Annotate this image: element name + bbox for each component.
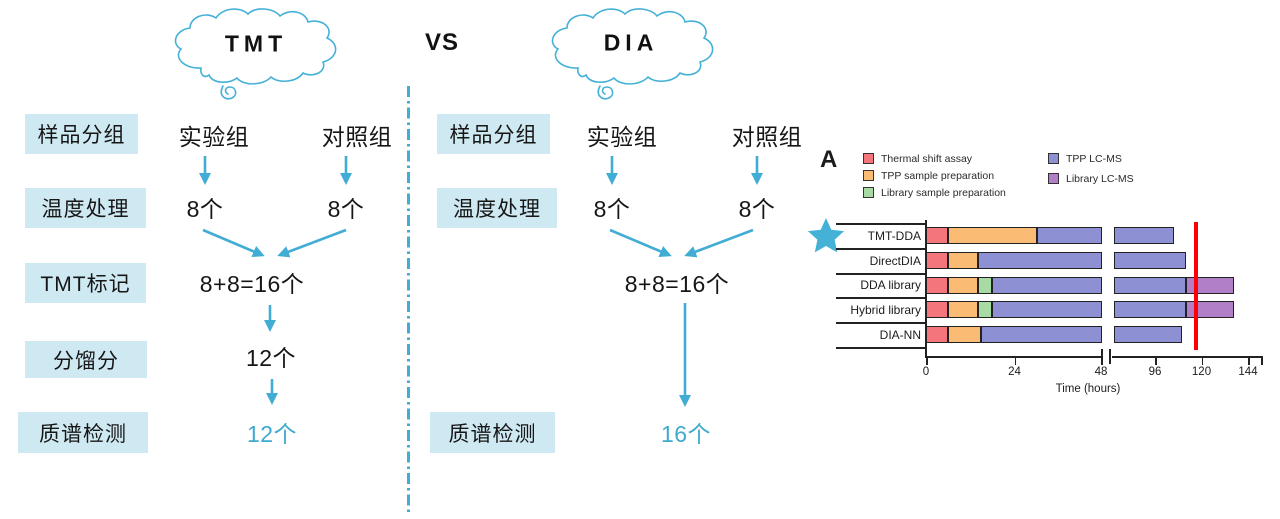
chart-x-tick	[926, 356, 928, 365]
chart-bar-segment-tpp_lcms	[992, 276, 1102, 294]
chart-category-label: DIA-NN	[879, 327, 921, 342]
tmt-count-left: 8个	[186, 196, 224, 222]
chart-bar-segment-tsa	[926, 276, 949, 294]
chart-category-label: Hybrid library	[850, 302, 921, 317]
tmt-step-fractionation: 分馏分	[25, 341, 147, 378]
chart-x-tick-label: 24	[1008, 366, 1021, 378]
chart-x-tick	[1261, 356, 1263, 365]
tmt-sum: 8+8=16个	[199, 271, 305, 297]
legend-swatch-tpp_lcms	[1048, 153, 1059, 164]
chart-bar-segment-lib_prep	[977, 301, 993, 318]
arrow-dia-merge-right	[684, 228, 754, 258]
chart-x-tick-label: 0	[922, 366, 930, 378]
tmt-count-right: 8个	[327, 196, 365, 222]
legend-swatch-lib_prep	[863, 187, 874, 198]
tmt-ms-count: 12个	[246, 421, 298, 447]
dia-group-experimental: 实验组	[586, 124, 658, 150]
chart-bar-segment-tsa	[926, 326, 949, 343]
chart-x-tick-label: 48	[1094, 366, 1108, 378]
chart-bar-segment-tpp_lcms	[981, 326, 1102, 343]
chart-row-line	[836, 297, 926, 299]
arrow-dia-merge-left	[609, 228, 672, 258]
tmt-step-ms-detection: 质谱检测	[18, 412, 148, 453]
chart-bar-segment-tpp_prep	[948, 276, 978, 294]
chart-bar-segment-tpp_lcms	[992, 301, 1102, 318]
chart-axis-break-mark	[1109, 349, 1111, 364]
chart-category-label: DirectDIA	[869, 253, 921, 268]
chart-row-line	[836, 248, 926, 250]
legend-swatch-tpp_prep	[863, 170, 874, 181]
tmt-step-temperature: 温度处理	[25, 188, 146, 228]
chart-bar-segment-tpp_prep	[948, 326, 982, 343]
chart-row-line	[836, 347, 926, 349]
legend-label-lib_prep: Library sample preparation	[881, 187, 1006, 199]
chart-row-line	[836, 322, 926, 324]
dia-step-temperature: 温度处理	[437, 188, 557, 228]
legend-label-tpp_lcms: TPP LC-MS	[1066, 153, 1122, 165]
chart-row-line	[836, 223, 926, 225]
legend-label-tpp_prep: TPP sample preparation	[881, 170, 995, 182]
dia-cloud-icon	[551, 8, 714, 100]
legend-swatch-tsa	[863, 153, 874, 164]
dia-step-sample-grouping: 样品分组	[437, 114, 550, 154]
chart-x-tick	[1101, 356, 1103, 365]
chart-panel-label: A	[820, 146, 838, 173]
dia-group-control: 对照组	[731, 124, 803, 150]
chart-category-label: DDA library	[860, 278, 921, 292]
chart-x-axis	[925, 356, 1102, 358]
tmt-step-tmt-labeling: TMT标记	[25, 263, 146, 303]
chart-category-label: TMT-DDA	[867, 228, 921, 243]
chart-bar-segment-tpp_prep	[948, 252, 978, 269]
tmt-cloud-title: TMT	[224, 30, 288, 57]
dia-count-left: 8个	[593, 196, 631, 222]
tmt-group-experimental: 实验组	[178, 124, 250, 150]
chart-row-line	[836, 273, 926, 275]
chart-x-tick	[1201, 356, 1204, 365]
legend-label-lib_lcms: Library LC-MS	[1066, 173, 1134, 185]
chart-bar-segment-tpp_lcms	[1114, 276, 1186, 294]
dia-cloud-title: DIA	[603, 29, 659, 56]
dia-sum: 8+8=16个	[624, 271, 730, 297]
chart-y-axis	[925, 220, 927, 357]
chart-bar-segment-tsa	[926, 301, 949, 318]
vs-label: VS	[424, 29, 460, 56]
chart-x-tick	[1155, 356, 1157, 365]
vertical-divider	[407, 86, 410, 514]
arrow-tmt-merge-right	[277, 228, 347, 258]
chart-x-axis	[1112, 356, 1262, 358]
chart-bar-segment-tsa	[926, 227, 949, 244]
chart-x-tick-label: 120	[1191, 366, 1212, 378]
chart-bar-segment-tsa	[926, 252, 949, 269]
chart-x-axis-title: Time (hours)	[1055, 383, 1121, 395]
legend-swatch-lib_lcms	[1048, 173, 1059, 184]
arrow-tmt-merge-left	[202, 228, 265, 258]
chart-bar-segment-tpp_lcms	[977, 252, 1102, 269]
star-icon	[807, 218, 845, 253]
chart-bar-segment-lib_lcms	[1186, 276, 1235, 294]
tmt-step-sample-grouping: 样品分组	[25, 114, 138, 154]
chart-bar-segment-tpp_lcms	[1114, 326, 1183, 343]
legend-label-tsa: Thermal shift assay	[881, 153, 973, 165]
chart-bar-segment-tpp_prep	[948, 301, 978, 318]
tmt-group-control: 对照组	[321, 124, 393, 150]
tmt-cloud-icon	[174, 8, 337, 100]
chart-x-tick-label: 144	[1238, 366, 1258, 378]
dia-step-ms-detection: 质谱检测	[430, 412, 555, 453]
dia-ms-count: 16个	[660, 421, 712, 447]
chart-bar-segment-lib_lcms	[1186, 301, 1235, 318]
chart-bar-segment-tpp_lcms	[1114, 227, 1175, 244]
chart-bar-segment-lib_prep	[977, 276, 993, 294]
chart-bar-segment-tpp_lcms	[1114, 252, 1186, 269]
chart-x-tick	[1248, 356, 1250, 365]
chart-red-reference-line	[1194, 222, 1198, 350]
tmt-fraction-count: 12个	[245, 345, 297, 371]
dia-count-right: 8个	[738, 196, 776, 222]
chart-x-tick-label: 96	[1148, 366, 1162, 378]
chart-bar-segment-tpp_prep	[948, 227, 1037, 244]
chart-bar-segment-tpp_lcms	[1036, 227, 1102, 244]
chart-x-tick	[1014, 356, 1017, 365]
chart-bar-segment-tpp_lcms	[1114, 301, 1186, 318]
